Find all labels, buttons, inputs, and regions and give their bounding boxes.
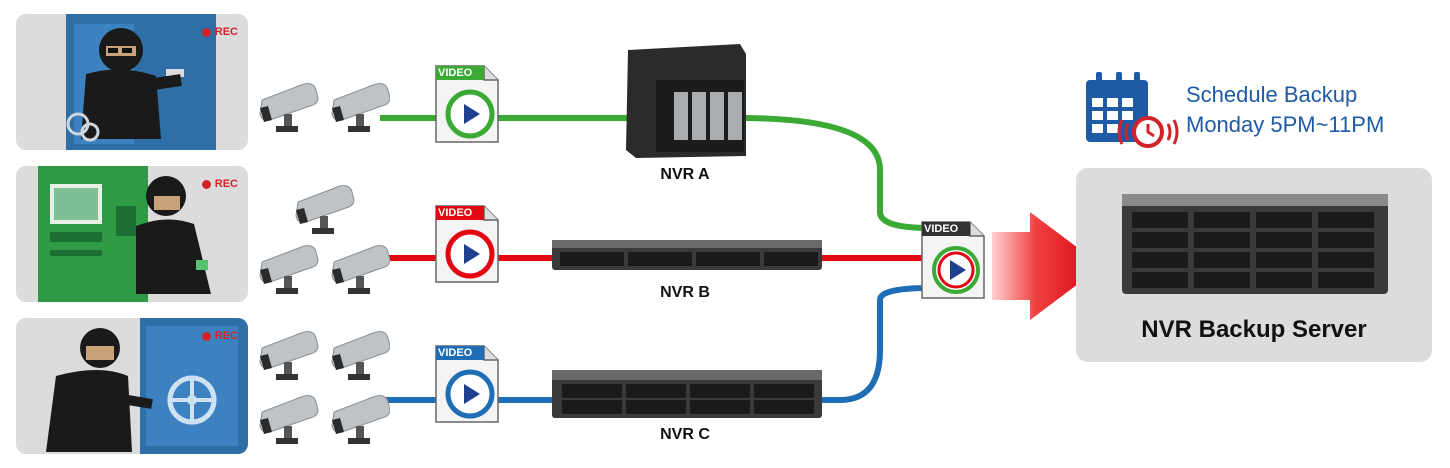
backup-arrow — [992, 212, 1102, 320]
scene-panel-door: REC — [16, 14, 248, 150]
schedule-line2: Monday 5PM~11PM — [1186, 112, 1385, 137]
scene-panel-safe: REC — [16, 318, 248, 454]
video-label: VIDEO — [438, 207, 473, 219]
backup-server-device — [1122, 194, 1388, 294]
rec-dot-icon — [201, 331, 211, 341]
video-label: VIDEO — [924, 223, 959, 235]
backup-server-panel: NVR Backup Server — [1076, 168, 1432, 362]
thief-safe-illustration — [46, 318, 248, 454]
rec-label: REC — [214, 26, 238, 38]
nvr-c-device — [552, 370, 822, 418]
video-file-combined-icon — [921, 221, 985, 299]
thief-atm-illustration — [38, 166, 211, 302]
nvr-c-label: NVR C — [660, 426, 710, 443]
video-label: VIDEO — [438, 67, 473, 79]
rec-dot-icon — [201, 27, 211, 37]
schedule-text: Schedule Backup Monday 5PM~11PM — [1186, 80, 1384, 140]
nvr-b-label: NVR B — [660, 284, 710, 301]
video-file-green-icon — [435, 65, 499, 143]
backup-server-title: NVR Backup Server — [1141, 316, 1367, 343]
video-file-red-icon — [435, 205, 499, 283]
video-file-blue-icon — [435, 345, 499, 423]
nvr-c-line — [384, 285, 931, 403]
rec-indicator: REC — [201, 178, 238, 190]
schedule-line1: Schedule Backup — [1186, 82, 1358, 107]
nvr-a-label: NVR A — [660, 166, 710, 183]
nvr-b-device — [552, 240, 822, 270]
video-label: VIDEO — [438, 347, 473, 359]
rec-indicator: REC — [201, 26, 238, 38]
thief-door-illustration — [66, 14, 216, 150]
rec-label: REC — [214, 178, 238, 190]
scene-panel-atm: REC — [16, 166, 248, 302]
rec-indicator: REC — [201, 330, 238, 342]
nvr-a-line — [380, 115, 931, 231]
rec-label: REC — [214, 330, 238, 342]
nvr-a-device — [626, 44, 746, 158]
calendar-alarm-icon — [1086, 72, 1179, 148]
rec-dot-icon — [201, 179, 211, 189]
